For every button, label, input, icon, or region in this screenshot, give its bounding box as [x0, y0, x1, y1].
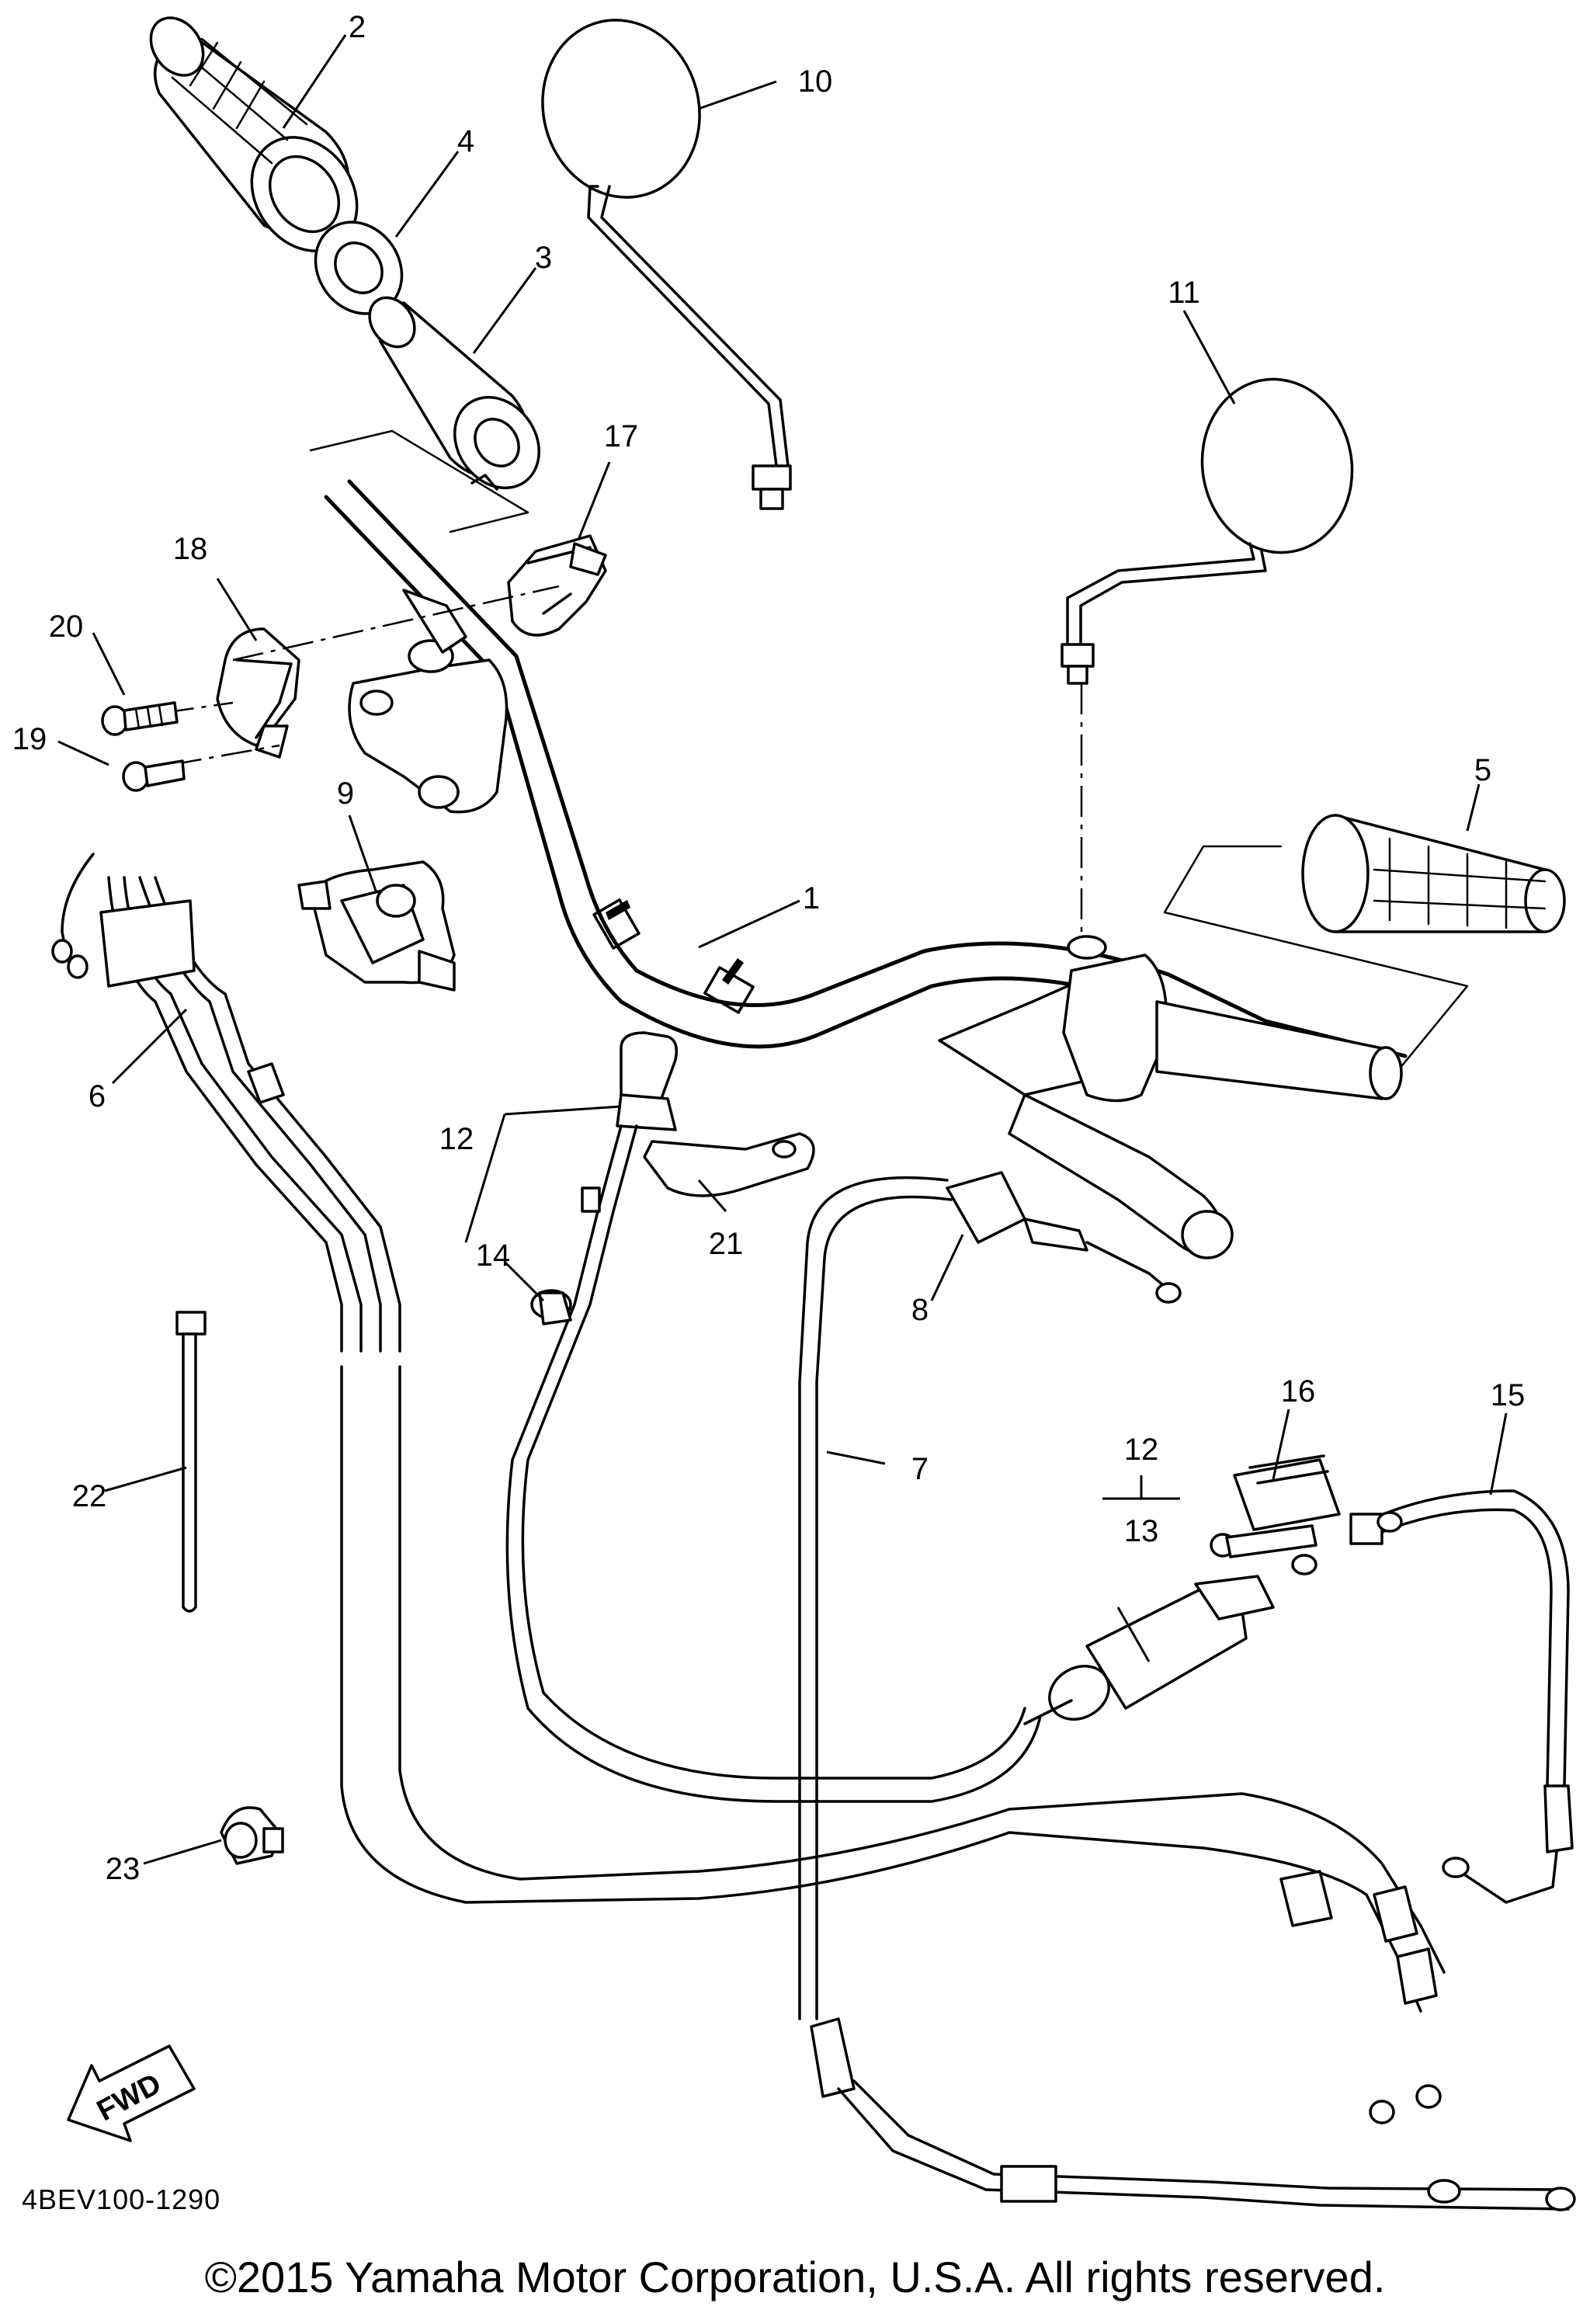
right-lever-assembly — [938, 935, 1403, 1259]
callout-13: 13 — [1124, 1514, 1159, 1548]
callout-15: 15 — [1491, 1378, 1526, 1412]
callout-10: 10 — [798, 64, 833, 99]
callout-21: 21 — [709, 1227, 744, 1261]
alignment-line-17-18 — [232, 585, 560, 662]
part-4-washer — [314, 221, 404, 315]
part-20-screw — [101, 701, 179, 736]
left-lever-holder — [348, 589, 509, 814]
callout-5: 5 — [1474, 753, 1491, 787]
part-21-holder — [643, 1132, 815, 1197]
part-2-left-grip — [149, 16, 359, 252]
callout-19: 19 — [12, 722, 47, 756]
callout-22: 22 — [72, 1479, 107, 1513]
callout-3: 3 — [535, 241, 552, 275]
bracket-part-3 — [309, 429, 529, 533]
part-7-clutch-cable — [798, 1176, 1576, 2211]
part-22-cable-tie — [175, 1311, 207, 1613]
part-16-cable-holder — [1210, 1454, 1341, 1558]
callout-7: 7 — [911, 1452, 929, 1486]
callout-2: 2 — [349, 10, 366, 44]
alignment-line-19 — [170, 744, 280, 766]
part-6-throttle-cables — [51, 853, 1446, 2124]
part-10-left-mirror — [541, 19, 792, 510]
callout-9: 9 — [337, 776, 354, 811]
part-19-screw — [122, 759, 186, 792]
callout-6: 6 — [89, 1079, 106, 1113]
part-11-right-mirror — [1061, 377, 1354, 685]
callout-14: 14 — [476, 1238, 511, 1273]
callout-17: 17 — [604, 419, 639, 453]
part-17-cover — [507, 534, 607, 637]
callout-4: 4 — [457, 124, 474, 158]
part-8-adjuster — [946, 1171, 1182, 1304]
diagram-code: 4BEV100-1290 — [22, 2183, 221, 2215]
callout-20: 20 — [49, 610, 84, 644]
part-15-cable — [1349, 1489, 1574, 1904]
callout-18: 18 — [173, 532, 208, 566]
callout-12b: 12 — [1124, 1433, 1159, 1467]
callout-23: 23 — [106, 1852, 141, 1886]
callout-16: 16 — [1281, 1374, 1316, 1409]
part-3-throttle-tube — [368, 296, 540, 491]
part-9-lever-holder — [297, 860, 456, 992]
callout-12a: 12 — [439, 1122, 474, 1156]
part-5-right-grip — [1301, 814, 1566, 933]
fwd-arrow-icon: FWD — [67, 2044, 196, 2142]
part-12-choke-cable — [505, 1031, 1042, 1803]
part-23-clamp — [220, 1806, 284, 1865]
copyright-notice: ©2015 Yamaha Motor Corporation, U.S.A. A… — [204, 2253, 1386, 2301]
callouts: 2 4 3 10 11 17 18 20 19 9 1 5 6 12 14 21… — [12, 10, 1526, 1886]
bracket-part-5 — [1163, 845, 1469, 1096]
callout-11: 11 — [1168, 276, 1200, 310]
part-13-choke-plunger — [1023, 1554, 1317, 1725]
callout-1: 1 — [803, 881, 820, 915]
leader-lines — [57, 34, 1508, 1865]
callout-8: 8 — [911, 1293, 929, 1327]
